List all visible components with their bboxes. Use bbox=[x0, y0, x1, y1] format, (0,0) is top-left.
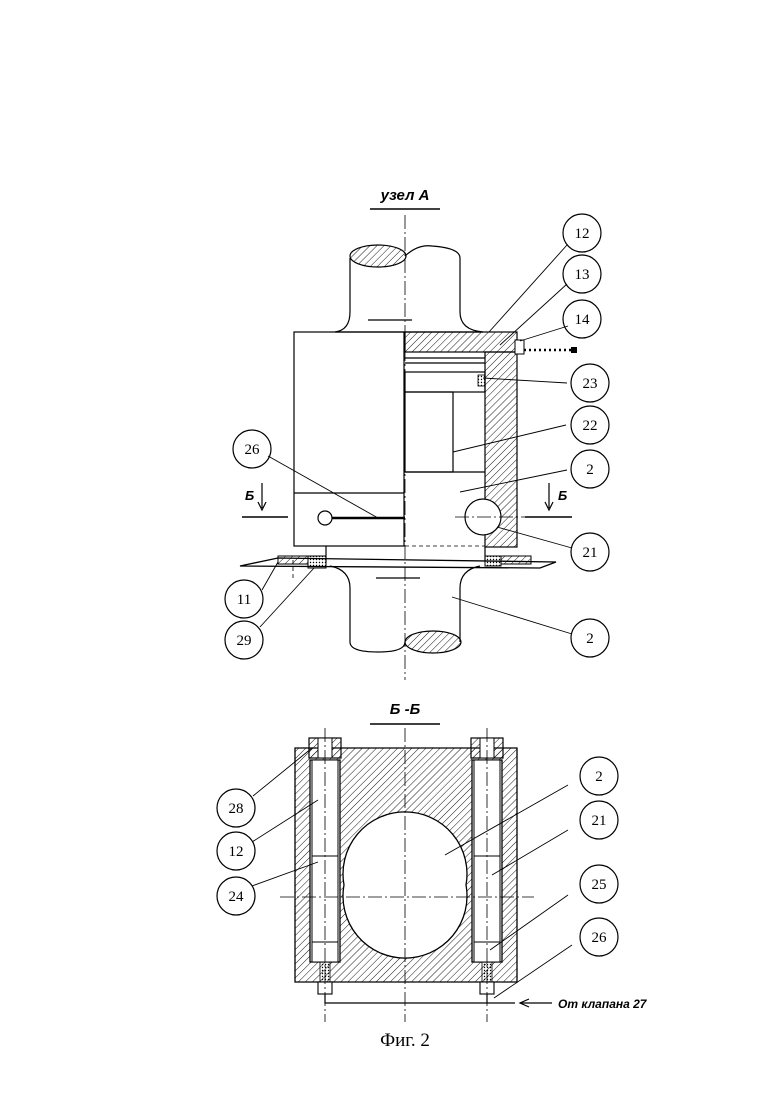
wire-14-end bbox=[571, 347, 577, 353]
bolt-13 bbox=[515, 340, 524, 354]
callouts-top: 12 13 14 23 22 2 21 26 11 29 2 bbox=[225, 214, 609, 659]
rod-26-head bbox=[318, 511, 332, 525]
callout-22: 22 bbox=[571, 406, 609, 444]
svg-text:11: 11 bbox=[237, 592, 251, 608]
svg-text:2: 2 bbox=[586, 631, 594, 647]
section-mark-left: Б bbox=[242, 483, 288, 517]
section-bb-view: Б -Б bbox=[217, 701, 648, 1051]
svg-text:28: 28 bbox=[229, 801, 244, 817]
svg-text:22: 22 bbox=[583, 418, 598, 434]
section-mark-right-label: Б bbox=[558, 488, 567, 503]
callout-23: 23 bbox=[571, 364, 609, 402]
callout-26: 26 bbox=[233, 430, 271, 468]
base-plate-11 bbox=[240, 546, 556, 580]
svg-text:26: 26 bbox=[592, 930, 608, 946]
callout-28: 28 bbox=[217, 789, 255, 827]
svg-text:23: 23 bbox=[583, 376, 598, 392]
callout-24: 24 bbox=[217, 877, 255, 915]
svg-text:24: 24 bbox=[229, 889, 245, 905]
callout-25: 25 bbox=[580, 865, 618, 903]
callout-21: 21 bbox=[571, 533, 609, 571]
valve-label: От клапана 27 bbox=[558, 997, 648, 1011]
left-body-block bbox=[294, 332, 404, 546]
supply-pipe-26: От клапана 27 bbox=[325, 994, 648, 1011]
callout-21-b: 21 bbox=[580, 801, 618, 839]
callout-12-b: 12 bbox=[217, 832, 255, 870]
svg-text:25: 25 bbox=[592, 877, 607, 893]
part-23-block bbox=[405, 372, 485, 392]
callout-26-b: 26 bbox=[580, 918, 618, 956]
part-22-block bbox=[405, 392, 453, 472]
seal-23 bbox=[478, 375, 485, 386]
svg-text:12: 12 bbox=[575, 226, 590, 242]
svg-text:21: 21 bbox=[583, 545, 598, 561]
svg-text:26: 26 bbox=[245, 442, 261, 458]
svg-text:14: 14 bbox=[575, 312, 591, 328]
callout-13: 13 bbox=[563, 255, 601, 293]
figure-caption: Фиг. 2 bbox=[380, 1030, 430, 1051]
section-mark-left-label: Б bbox=[245, 488, 254, 503]
callout-11: 11 bbox=[225, 580, 263, 618]
node-a-title: узел А bbox=[380, 187, 430, 204]
section-bb-title: Б -Б bbox=[390, 701, 421, 718]
callout-14: 14 bbox=[563, 300, 601, 338]
upper-pipe bbox=[335, 245, 483, 332]
node-a-view: узел А bbox=[225, 187, 609, 680]
top-plate-12 bbox=[405, 332, 517, 352]
svg-text:2: 2 bbox=[586, 462, 594, 478]
callout-29: 29 bbox=[225, 621, 263, 659]
svg-text:12: 12 bbox=[229, 844, 244, 860]
callout-2-b: 2 bbox=[580, 757, 618, 795]
seal-29 bbox=[308, 556, 326, 568]
svg-text:2: 2 bbox=[595, 769, 603, 785]
section-mark-right: Б bbox=[525, 483, 572, 517]
callout-2-lower: 2 bbox=[571, 619, 609, 657]
svg-text:21: 21 bbox=[592, 813, 607, 829]
svg-text:29: 29 bbox=[237, 633, 252, 649]
callout-2-upper: 2 bbox=[571, 450, 609, 488]
callout-12: 12 bbox=[563, 214, 601, 252]
leader-lines-top bbox=[260, 245, 572, 634]
svg-text:13: 13 bbox=[575, 267, 590, 283]
